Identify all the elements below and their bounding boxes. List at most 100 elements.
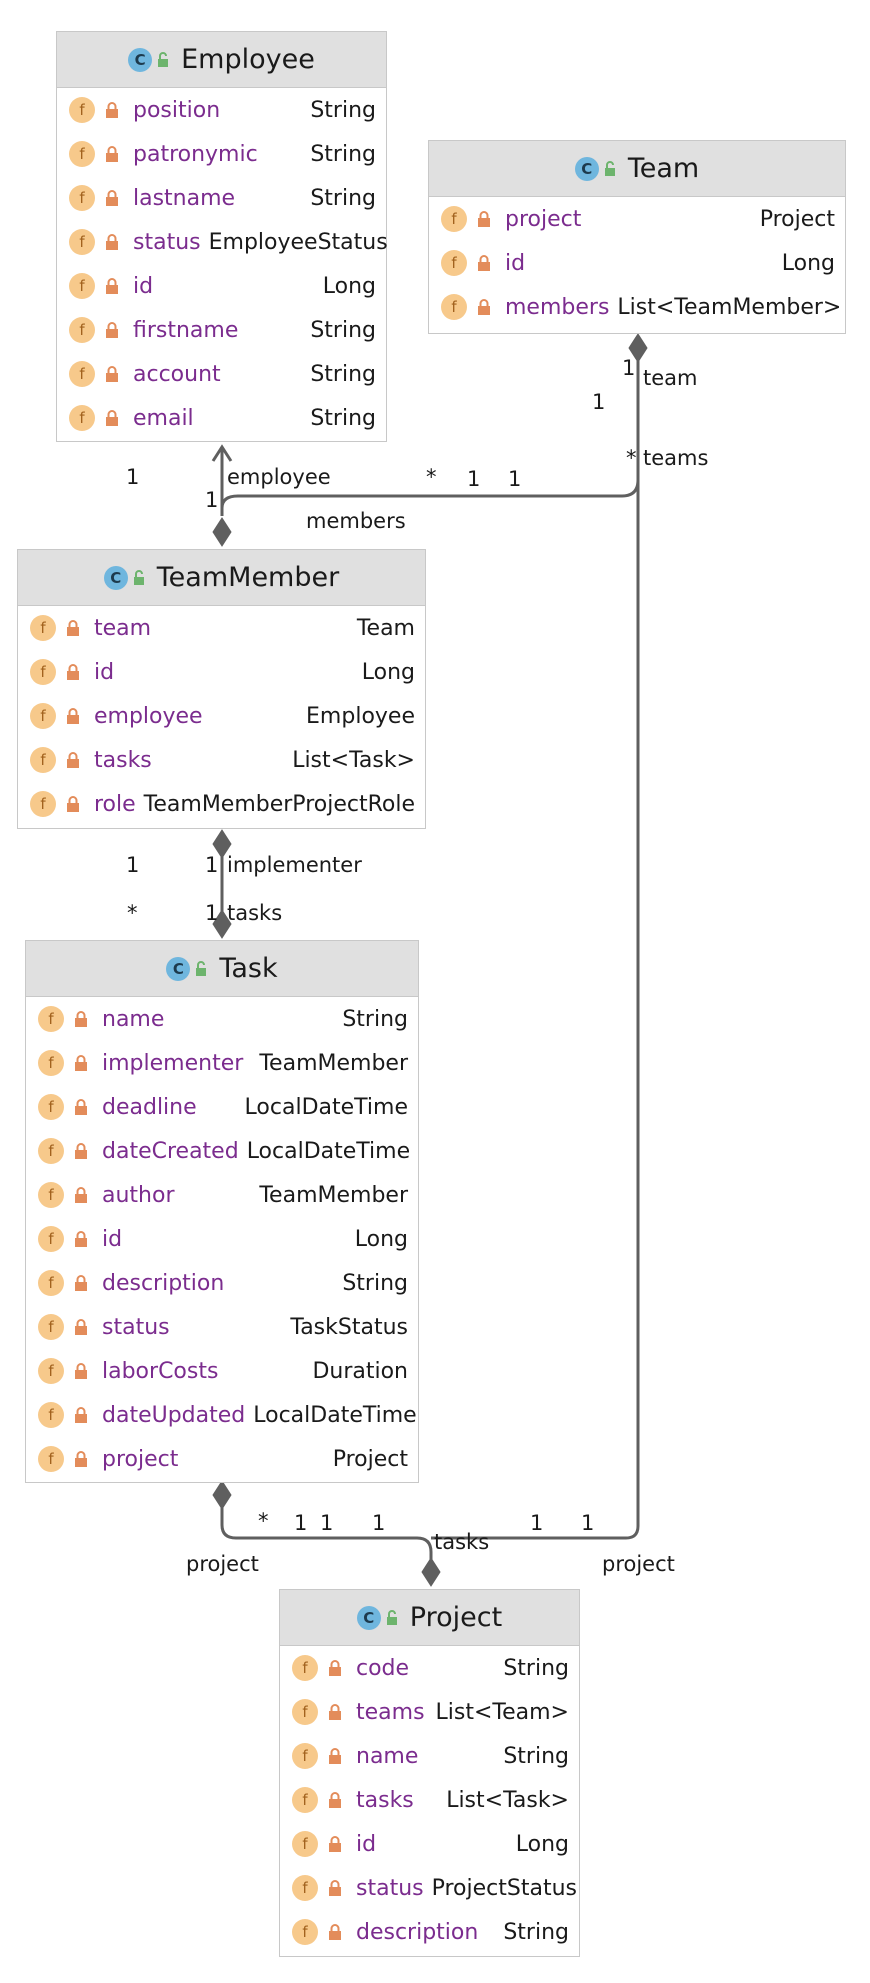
field-row[interactable]: f status ProjectStatus [280,1866,579,1910]
label-bottom-1b: 1 [320,1511,334,1535]
class-icon: C [574,156,599,181]
label-members-role: members [306,509,406,533]
field-type: ProjectStatus [431,1875,577,1901]
field-name: status [133,229,201,255]
field-type: String [342,1006,408,1032]
field-icon: f [30,703,56,729]
field-type: String [310,361,376,387]
field-icon: f [69,141,95,167]
label-bottom-1a: 1 [294,1511,308,1535]
field-icon: f [30,791,56,817]
diamond-teammember-top [212,517,232,547]
field-icon: f [30,747,56,773]
field-type: Project [759,206,835,232]
field-icon: f [69,405,95,431]
lock-icon [75,1407,87,1423]
field-name: name [356,1743,419,1769]
field-name: dateCreated [102,1138,239,1164]
field-type: TeamMember [259,1182,408,1208]
field-name: id [102,1226,123,1252]
lock-icon [329,1924,341,1940]
field-name: team [94,615,152,641]
diamond-task-bottom [212,1480,232,1510]
lock-icon [75,1055,87,1071]
field-icon: f [38,1446,64,1472]
lock-icon [478,299,490,315]
lock-icon [75,1319,87,1335]
diamond-task-top [212,909,232,939]
label-bottom-1c: 1 [372,1511,386,1535]
label-tasks-role: tasks [227,901,283,925]
field-icon: f [292,1875,318,1901]
field-name: description [356,1919,479,1945]
field-name: code [356,1655,410,1681]
line-task-project [220,1496,433,1584]
lock-icon [106,322,118,338]
field-name: account [133,361,221,387]
field-icon: f [69,229,95,255]
label-employee-role: employee [227,465,331,489]
diamond-team-bottom [628,333,648,363]
label-teams-mult-star: * [626,446,637,470]
field-type: String [503,1743,569,1769]
field-type: TaskStatus [290,1314,408,1340]
field-name: id [505,250,526,276]
field-name: id [133,273,154,299]
class-name: Team [627,153,700,184]
field-icon: f [69,273,95,299]
field-icon: f [38,1358,64,1384]
field-name: firstname [133,317,239,343]
field-icon: f [292,1787,318,1813]
field-name: patronymic [133,141,258,167]
lock-icon [75,1011,87,1027]
field-type: Long [354,1226,408,1252]
unlock-icon [604,160,615,176]
field-icon: f [292,1655,318,1681]
label-members-mult-1a: 1 [467,467,481,491]
field-type: String [503,1919,569,1945]
field-icon: f [38,1138,64,1164]
lock-icon [67,796,79,812]
field-name: status [356,1875,424,1901]
